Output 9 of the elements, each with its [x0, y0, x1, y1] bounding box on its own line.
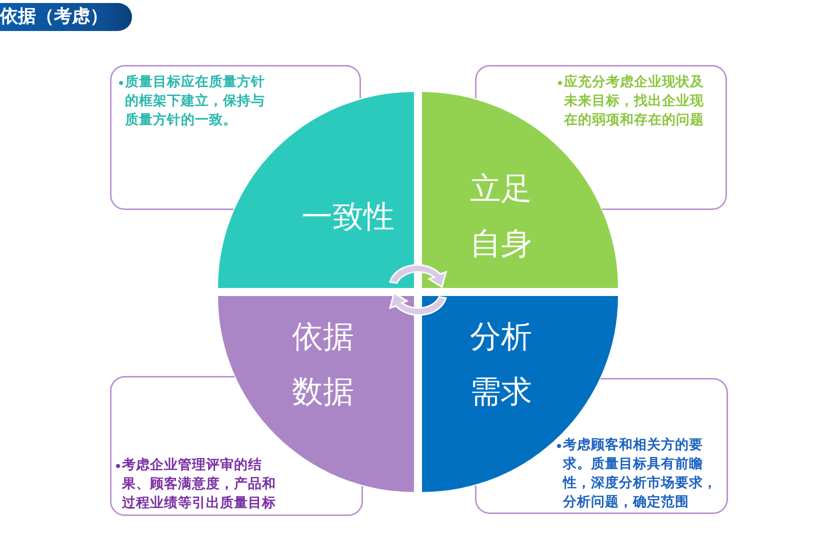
note-text: 考虑顾客和相关方的要求。质量目标具有前瞻性，深度分析市场要求，分析问题，确定范围	[563, 436, 718, 512]
quadrant-label: 立足自身	[469, 170, 533, 264]
quadrant-label: 依据数据	[291, 318, 355, 412]
quadrant-label: 一致性	[300, 198, 396, 237]
note-text: 质量目标应在质量方针的框架下建立，保持与质量方针的一致。	[125, 73, 266, 130]
note-text: 考虑企业管理评审的结果、顾客满意度，产品和过程业绩等引出质量目标	[122, 456, 277, 513]
quadrant-label: 分析需求	[469, 318, 533, 412]
note-text: 应充分考虑企业现状及未来目标，找出企业现在的弱项和存在的问题	[564, 73, 705, 130]
quadrant-segment	[422, 296, 618, 492]
